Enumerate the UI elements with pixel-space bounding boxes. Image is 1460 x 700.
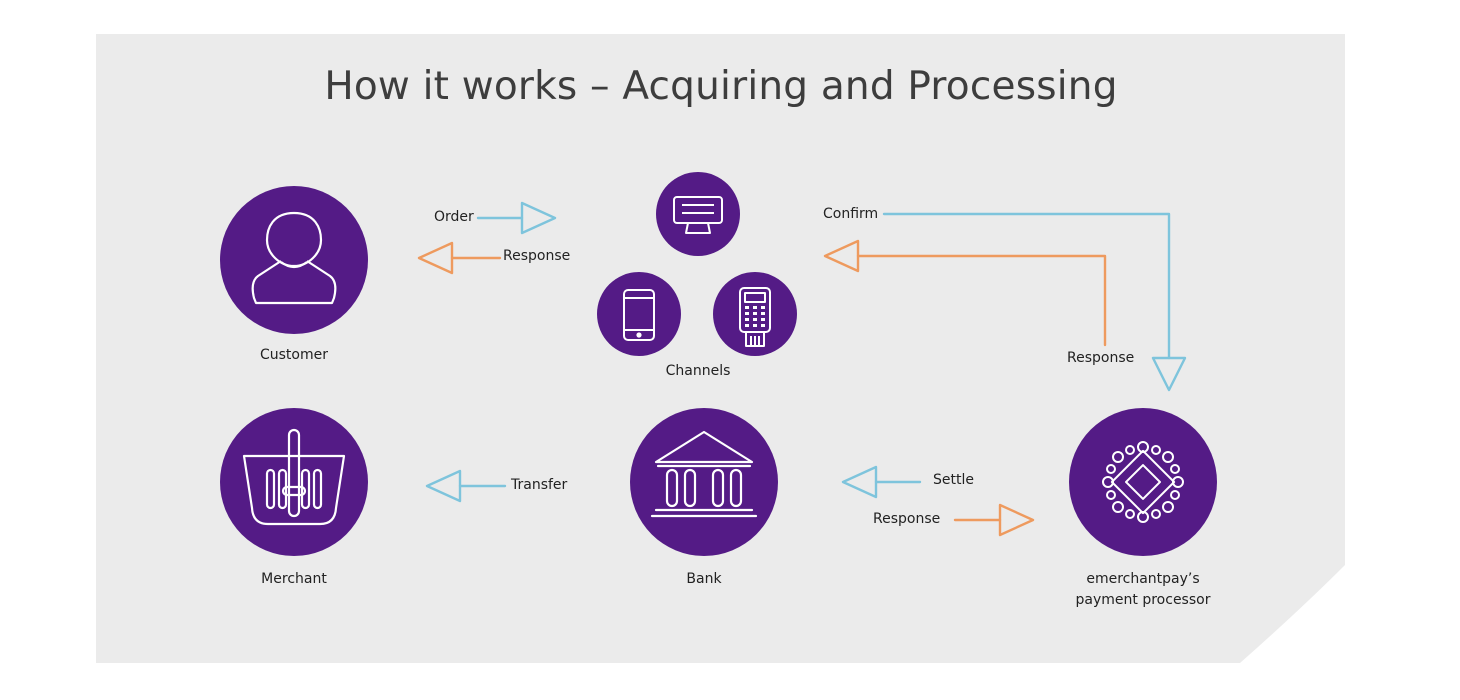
merchant-node <box>220 408 368 556</box>
mobile-phone-icon <box>623 289 655 341</box>
person-icon <box>251 211 337 305</box>
bank-label: Bank <box>686 571 722 587</box>
desktop-terminal-icon <box>673 196 723 234</box>
confirm-flow-label: Confirm <box>823 206 879 222</box>
customer-node <box>220 186 368 334</box>
processor-label-line1: emerchantpay’s <box>1086 571 1200 587</box>
transfer-flow-label: Transfer <box>511 477 568 493</box>
transfer-arrow <box>425 469 507 503</box>
customer-label: Customer <box>259 347 329 363</box>
channel-card-reader-node <box>713 272 797 356</box>
settle-flow-label: Settle <box>933 472 974 488</box>
page-title: How it works – Acquiring and Processing <box>324 64 1118 109</box>
response-bank-flow-label: Response <box>873 511 941 527</box>
processor-label-line2: payment processor <box>1075 592 1211 608</box>
merchant-label: Merchant <box>261 571 327 587</box>
response-customer-arrow <box>417 241 502 275</box>
processor-label: emerchantpay’s payment processor <box>1076 569 1211 611</box>
channel-desktop-node <box>656 172 740 256</box>
bank-node <box>630 408 778 556</box>
channel-mobile-node <box>597 272 681 356</box>
card-reader-icon <box>739 287 771 347</box>
settle-arrow <box>841 465 922 499</box>
response-customer-flow-label: Response <box>503 248 571 264</box>
order-arrow <box>476 201 557 235</box>
order-flow-label: Order <box>434 209 474 225</box>
shopping-basket-icon <box>242 428 346 526</box>
channels-label: Channels <box>665 363 731 379</box>
response-processor-flow-label: Response <box>1067 350 1135 366</box>
background-panel <box>96 34 1345 663</box>
bank-building-icon <box>650 430 758 518</box>
response-bank-arrow <box>953 503 1035 537</box>
confirm-arrow <box>882 212 1187 392</box>
processor-chip-icon <box>1102 441 1184 523</box>
response-processor-arrow <box>823 239 1107 347</box>
processor-node <box>1069 408 1217 556</box>
